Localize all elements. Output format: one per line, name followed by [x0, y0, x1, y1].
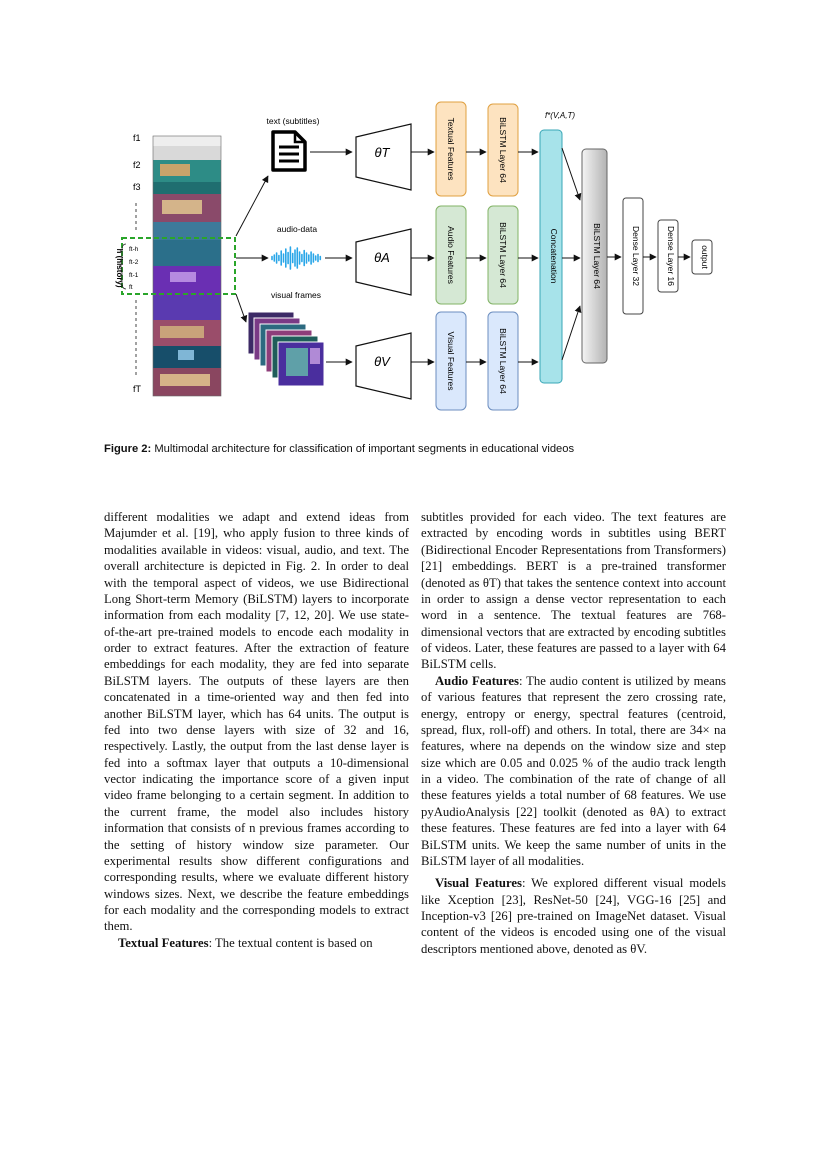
body-paragraph: subtitles provided for each video. The t…	[421, 510, 726, 672]
svg-text:BiLSTM Layer 64: BiLSTM Layer 64	[498, 222, 508, 288]
paragraph-text: : The textual content is based on	[208, 935, 373, 950]
concatenation-box: Concatenation	[539, 129, 563, 384]
svg-text:θT: θT	[375, 145, 391, 160]
dense-32-box: Dense Layer 32	[622, 197, 644, 315]
encoder-theta-t: θT	[355, 123, 412, 191]
waveform-icon	[271, 246, 322, 270]
document-icon	[271, 130, 307, 172]
bilstm-text-box: BiLSTM Layer 64	[487, 103, 519, 197]
svg-text:θA: θA	[374, 250, 390, 265]
history-label: h (history)	[115, 248, 124, 287]
audio-features-box: Audio Features	[435, 205, 467, 305]
frames-stack-icon	[247, 311, 325, 387]
svg-text:θV: θV	[374, 354, 391, 369]
svg-text:Dense Layer 32: Dense Layer 32	[631, 226, 641, 286]
frame-label-f2: f2	[133, 160, 141, 170]
section-heading: Visual Features	[435, 876, 522, 891]
bilstm-audio-box: BiLSTM Layer 64	[487, 205, 519, 305]
figure-caption: Figure 2: Multimodal architecture for cl…	[104, 443, 744, 455]
paragraph-text: : The audio content is utilized by means…	[421, 673, 726, 868]
caption-label: Figure 2:	[104, 443, 152, 455]
history-frame-label: ft	[129, 284, 133, 291]
bilstm-main-box: BiLSTM Layer 64	[581, 148, 608, 364]
body-paragraph: Textual Features: The textual content is…	[104, 935, 409, 951]
svg-text:output: output	[700, 245, 710, 269]
svg-text:Audio Features: Audio Features	[446, 226, 456, 284]
history-frame-label: ft-2	[129, 259, 139, 266]
history-frame-label: ft-h	[129, 246, 139, 253]
section-heading: Textual Features	[118, 935, 209, 950]
frame-label-f3: f3	[133, 182, 141, 192]
svg-text:Dense Layer 16: Dense Layer 16	[666, 226, 676, 286]
body-paragraph: Audio Features: The audio content is uti…	[421, 673, 726, 870]
video-frame-strip	[152, 135, 222, 397]
architecture-figure: f1 f2 f3 fT h (history) ft-h ft-2 ft-1 f…	[115, 101, 713, 411]
svg-text:BiLSTM Layer 64: BiLSTM Layer 64	[498, 117, 508, 183]
encoder-theta-a: θA	[355, 228, 412, 296]
body-paragraph: different modalities we adapt and extend…	[104, 510, 409, 934]
frame-label-f1: f1	[133, 133, 141, 143]
audio-modality-label: audio-data	[277, 224, 317, 234]
svg-text:BiLSTM Layer 64: BiLSTM Layer 64	[592, 223, 602, 289]
svg-text:Visual Features: Visual Features	[446, 332, 456, 391]
dense-16-box: Dense Layer 16	[657, 219, 679, 293]
text-column-right: subtitles provided for each video. The t…	[421, 509, 726, 957]
frame-label-ft: fT	[133, 384, 142, 394]
text-modality-label: text (subtitles)	[267, 116, 320, 126]
svg-text:Concatenation: Concatenation	[549, 229, 559, 284]
paragraph-text: : We explored different visual models li…	[421, 876, 726, 956]
output-box: output	[691, 239, 713, 275]
bilstm-visual-box: BiLSTM Layer 64	[487, 311, 519, 411]
history-window	[121, 237, 236, 295]
history-frame-label: ft-1	[129, 272, 139, 279]
text-column-left: different modalities we adapt and extend…	[104, 509, 409, 951]
body-paragraph: Visual Features: We explored different v…	[421, 875, 726, 957]
visual-modality-label: visual frames	[271, 290, 321, 300]
fusion-label: f*(V,A,T)	[545, 111, 575, 120]
encoder-theta-v: θV	[355, 332, 412, 400]
textual-features-box: Textual Features	[435, 101, 467, 197]
visual-features-box: Visual Features	[435, 311, 467, 411]
svg-text:BiLSTM Layer 64: BiLSTM Layer 64	[498, 328, 508, 394]
section-heading: Audio Features	[435, 673, 519, 688]
svg-text:Textual Features: Textual Features	[446, 118, 456, 181]
caption-text: Multimodal architecture for classificati…	[154, 443, 575, 455]
